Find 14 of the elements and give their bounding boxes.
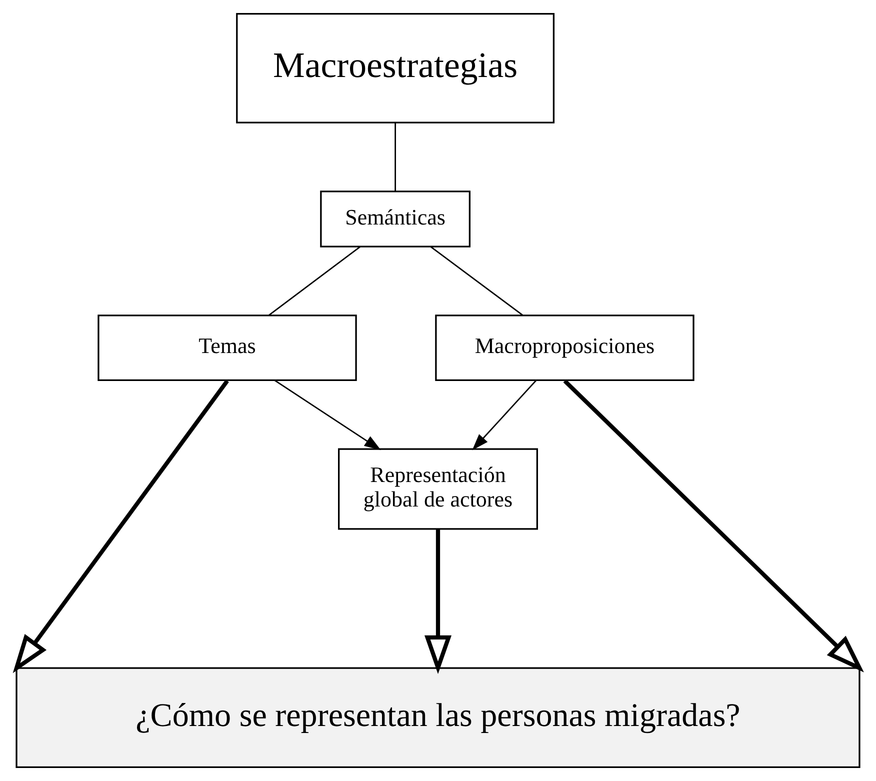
node-box: ¿Cómo se representan las personas migradas? bbox=[16, 667, 860, 768]
connector bbox=[430, 246, 524, 316]
arrow bbox=[563, 379, 864, 672]
node-box: Macroproposiciones bbox=[435, 314, 694, 381]
arrow bbox=[424, 529, 452, 674]
node-box: Semánticas bbox=[320, 190, 470, 248]
arrow bbox=[274, 380, 381, 450]
node-box: Representación global de actores bbox=[338, 448, 538, 530]
connector bbox=[268, 246, 360, 316]
connector bbox=[394, 122, 396, 192]
node-box: Temas bbox=[98, 314, 357, 381]
node-box: Macroestrategias bbox=[236, 12, 555, 124]
arrow bbox=[472, 380, 537, 450]
arrow bbox=[12, 380, 229, 674]
